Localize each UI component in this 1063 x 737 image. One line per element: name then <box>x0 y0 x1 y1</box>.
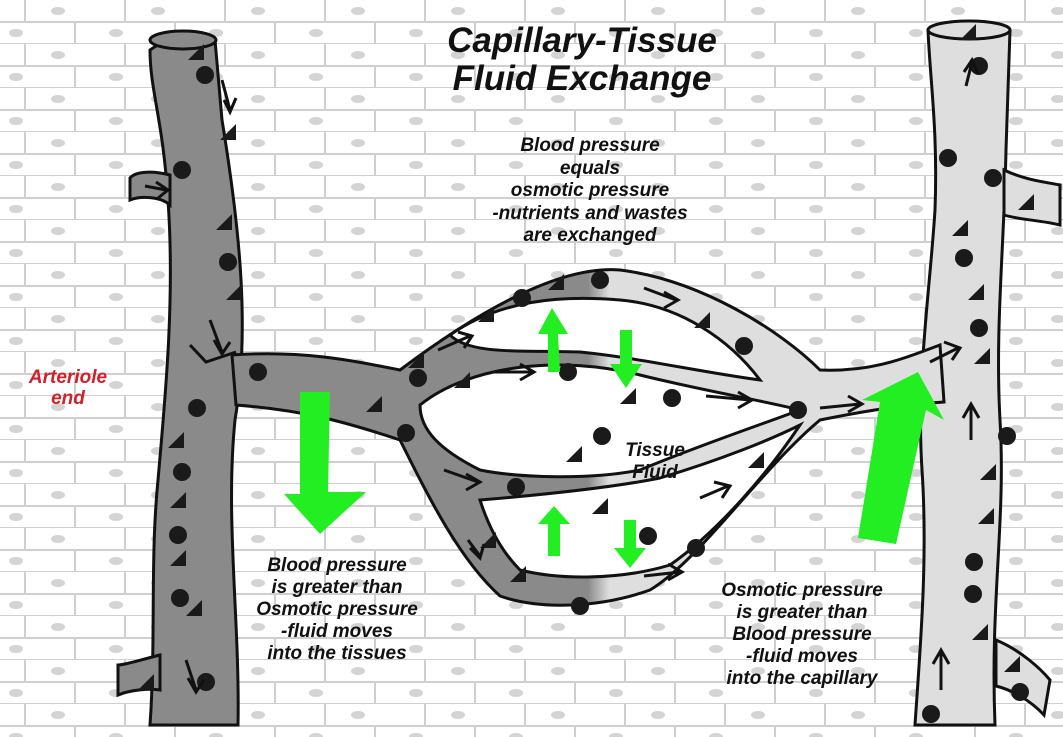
middle-caption: Blood pressure equals osmotic pressure -… <box>492 135 688 246</box>
flow-arrows <box>144 56 981 695</box>
title-line-2: Fluid Exchange <box>452 59 712 98</box>
tissue-fluid-label: Tissue Fluid <box>625 440 685 483</box>
fluid-movement-arrows <box>284 308 944 568</box>
diagram-title: Capillary-Tissue Fluid Exchange <box>392 22 772 98</box>
blood-cells <box>169 57 1029 723</box>
platelets <box>138 24 1034 690</box>
arteriole-vessel <box>116 29 244 727</box>
title-line-1: Capillary-Tissue <box>447 21 717 60</box>
venule-vessel <box>913 19 1062 727</box>
arteriole-end-label: Arteriole end <box>28 367 108 409</box>
left-caption: Blood pressure is greater than Osmotic p… <box>256 555 418 664</box>
right-caption: Osmotic pressure is greater than Blood p… <box>721 580 883 689</box>
